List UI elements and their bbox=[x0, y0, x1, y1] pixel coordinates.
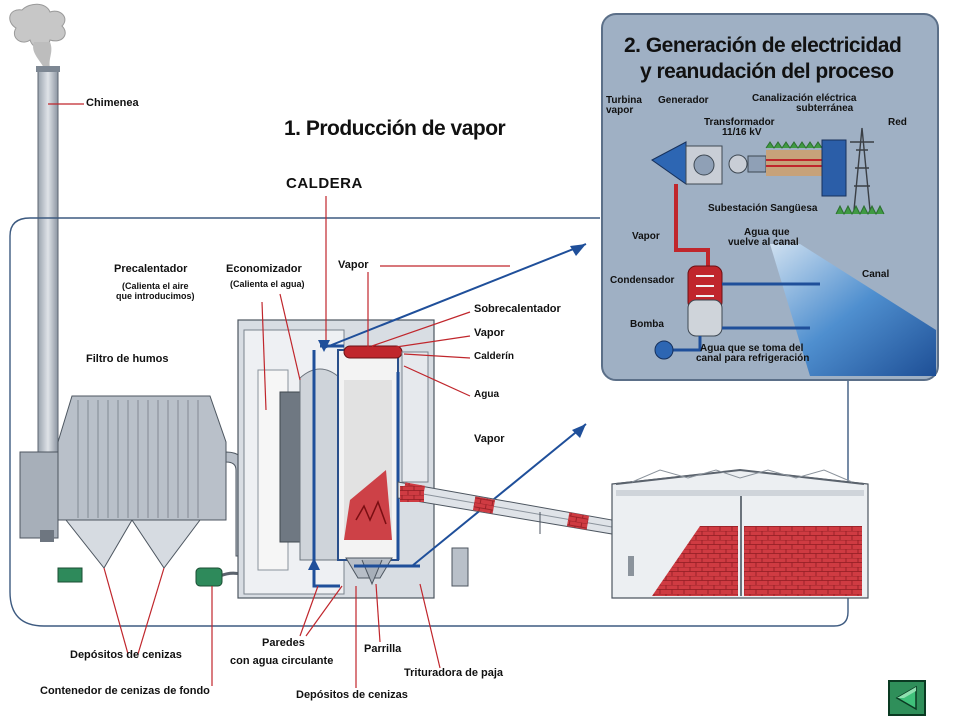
sobrecalentador-label: Sobrecalentador bbox=[474, 303, 561, 315]
depositos-bottom-label: Depósitos de cenizas bbox=[296, 689, 408, 701]
economizador-sub: (Calienta el agua) bbox=[230, 279, 305, 289]
smoke-filter bbox=[19, 395, 247, 583]
boiler-house bbox=[237, 319, 469, 599]
back-button[interactable] bbox=[888, 680, 926, 716]
agua-vuelve-label-2: vuelve al canal bbox=[728, 237, 799, 248]
leader-lines bbox=[48, 103, 510, 688]
precalentador-sub-2: que introducimos) bbox=[116, 291, 195, 301]
section2-title-line2: y reanudación del proceso bbox=[640, 60, 894, 83]
condensador-label: Condensador bbox=[610, 275, 675, 286]
straw-warehouse bbox=[611, 468, 869, 599]
vapor-mid-label: Vapor bbox=[474, 327, 505, 339]
paredes-label-2: con agua circulante bbox=[230, 655, 334, 667]
agua-toma-label-1: Agua que se toma del bbox=[700, 343, 804, 354]
generador-label: Generador bbox=[658, 95, 709, 106]
precalentador-label: Precalentador bbox=[114, 263, 188, 275]
agua-vuelve-label-1: Agua que bbox=[744, 227, 790, 238]
turbina-label-2: vapor bbox=[606, 105, 634, 116]
vapor-low-label: Vapor bbox=[474, 433, 505, 445]
agua-toma-label-2: canal para refrigeración bbox=[696, 353, 810, 364]
paredes-label-1: Paredes bbox=[262, 637, 305, 649]
water-pipes bbox=[312, 243, 587, 588]
economizador-label: Economizador bbox=[226, 263, 302, 275]
vapor-top-label: Vapor bbox=[338, 259, 369, 271]
caldera-label: CALDERA bbox=[286, 175, 363, 192]
section1-title: 1. Producción de vapor bbox=[284, 117, 506, 140]
panel-vapor-label: Vapor bbox=[632, 231, 660, 242]
turbina-label-1: Turbina bbox=[606, 95, 642, 106]
agua-label: Agua bbox=[474, 389, 499, 400]
parrilla-label: Parrilla bbox=[364, 643, 402, 655]
chimenea-label: Chimenea bbox=[86, 97, 139, 109]
section2-title-line1: 2. Generación de electricidad bbox=[624, 34, 902, 57]
back-triangle-icon bbox=[895, 685, 917, 711]
precalentador-sub-1: (Calienta el aire bbox=[122, 281, 189, 291]
generation-panel bbox=[601, 13, 939, 381]
transformador-label-2: 11/16 kV bbox=[722, 127, 762, 138]
filtro-label: Filtro de humos bbox=[86, 353, 169, 365]
canalizacion-label-1: Canalización eléctrica bbox=[752, 93, 857, 104]
red-label: Red bbox=[888, 117, 907, 128]
ash-container bbox=[195, 567, 223, 587]
transformador-label-1: Transformador bbox=[704, 117, 775, 128]
bomba-label: Bomba bbox=[630, 319, 664, 330]
trituradora-label: Trituradora de paja bbox=[404, 667, 504, 679]
depositos-left-label: Depósitos de cenizas bbox=[70, 649, 182, 661]
canalizacion-label-2: subterránea bbox=[796, 103, 854, 114]
plant-outline bbox=[9, 217, 849, 627]
chimney bbox=[36, 66, 60, 461]
contenedor-label: Contenedor de cenizas de fondo bbox=[40, 685, 210, 697]
smoke-plume bbox=[9, 3, 66, 68]
canal-label: Canal bbox=[862, 269, 890, 280]
subestacion-label: Subestación Sangüesa bbox=[708, 203, 818, 214]
calderin-label: Calderín bbox=[474, 351, 515, 362]
